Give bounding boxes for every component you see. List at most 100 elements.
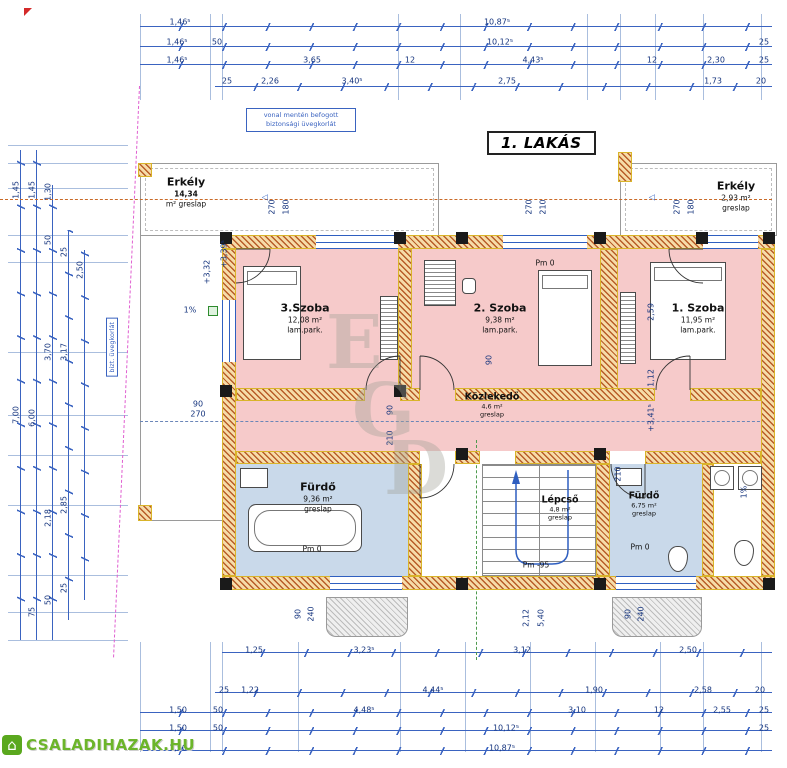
- dimension-label: 2,55: [713, 705, 731, 715]
- dimension-label: 1,73: [704, 76, 722, 86]
- dimension-label: 4,44⁵: [422, 685, 444, 695]
- extension-line: [660, 642, 661, 752]
- extension-line: [465, 642, 466, 752]
- dimension-line: [215, 83, 772, 91]
- dimension-label: 1,30: [43, 183, 53, 201]
- wall-corridor-top: [455, 388, 655, 401]
- sink-bath-left: [240, 468, 268, 488]
- extension-line: [298, 642, 299, 752]
- dimension-label: 1,46⁵: [166, 37, 188, 47]
- structural-column: [394, 232, 406, 244]
- toilet-wc: [734, 540, 754, 566]
- dimension-label: 3,40⁵: [341, 76, 363, 86]
- dimension-label: 1,25: [245, 645, 263, 655]
- dimension-label: 50: [211, 37, 223, 47]
- dimension-label: 3,17: [59, 343, 69, 361]
- room-label-kozlekedo: Közlekedő 4,6 m² greslap: [464, 391, 520, 419]
- dimension-label: Pm 0: [630, 542, 650, 552]
- dimension-label: Pm -95: [522, 560, 550, 570]
- structural-column: [220, 578, 232, 590]
- dimension-line: [140, 709, 772, 717]
- dimension-label: 3,70: [43, 343, 53, 361]
- dimension-label: 1,50: [169, 743, 187, 753]
- dimension-label: 2,50: [75, 261, 85, 279]
- dimension-label: 50: [212, 705, 224, 715]
- extension-line: [620, 14, 621, 100]
- extension-line: [8, 188, 128, 189]
- drain-symbol-icon: [208, 306, 218, 316]
- dimension-label: 1,50: [169, 705, 187, 715]
- house-icon: ⌂: [2, 735, 22, 755]
- wall-bath-left: [408, 464, 422, 576]
- dimension-label: 1,50: [169, 723, 187, 733]
- wall-stair-bath: [596, 464, 610, 576]
- dimension-label: 1,90: [585, 685, 603, 695]
- dimension-label: ◁: [261, 192, 269, 202]
- dimension-label: 1,45: [11, 181, 21, 199]
- dimension-label: 25: [59, 246, 69, 258]
- wall-corridor-top: [236, 388, 365, 401]
- dimension-label: 1,22: [241, 685, 259, 695]
- extension-line: [460, 14, 461, 100]
- window-bath-left: [330, 576, 402, 590]
- balcony-pier: [138, 163, 152, 177]
- wall-corridor-bottom: [236, 451, 420, 464]
- dimension-label: 2,58: [694, 685, 712, 695]
- structural-column: [594, 232, 606, 244]
- bed-szoba2: [538, 270, 592, 366]
- north-mark-icon: [24, 8, 32, 16]
- apartment-title: 1. LAKÁS: [487, 131, 596, 155]
- watermark-letter: E: [326, 300, 383, 386]
- structural-column: [456, 578, 468, 590]
- wall-corridor-bottom: [515, 451, 610, 464]
- dimension-label: 2,59: [646, 303, 656, 321]
- dimension-label: ◁: [648, 192, 656, 202]
- dimension-label: 6,00: [27, 409, 37, 427]
- dimension-label: 2,30: [707, 55, 725, 65]
- washing-machine: [710, 466, 734, 490]
- dimension-label: 25: [218, 685, 230, 695]
- dimension-label: 20: [754, 685, 766, 695]
- structural-column: [594, 578, 606, 590]
- wall-corridor-top: [690, 388, 761, 401]
- dimension-label: 10,87⁵: [488, 743, 516, 753]
- room-label-szoba2: 2. Szoba 9,38 m² lam.park.: [473, 301, 527, 335]
- glass-railing-note: vonal mentén befogott biztonsági üvegkor…: [246, 108, 356, 132]
- wardrobe-szoba3: [380, 296, 398, 360]
- dimension-label: 50: [43, 594, 53, 606]
- dimension-label: 25: [758, 55, 770, 65]
- dimension-label: 25: [758, 37, 770, 47]
- dimension-label: 25: [758, 705, 770, 715]
- dimension-label: 2,18: [43, 509, 53, 527]
- site-logo-text: CSALADIHAZAK.HU: [26, 736, 196, 754]
- stair-section-line: [476, 440, 477, 660]
- dimension-label: 210: [538, 199, 548, 215]
- extension-line: [222, 642, 223, 752]
- dimension-line: [81, 250, 89, 600]
- dimension-line: [140, 727, 772, 735]
- extension-line: [655, 14, 656, 100]
- window-szoba1: [703, 235, 758, 249]
- dimension-label: 90: [484, 354, 494, 366]
- dimension-label: 1,46⁵: [169, 17, 191, 27]
- dimension-label: 7,00: [11, 406, 21, 424]
- dimension-label: 270: [524, 199, 534, 215]
- dimension-label: 1,45: [27, 181, 37, 199]
- structural-column: [763, 232, 775, 244]
- dimension-label: 2,26: [261, 76, 279, 86]
- dimension-label: 2,75: [498, 76, 516, 86]
- extension-line: [595, 642, 596, 752]
- dimension-label: 10,87⁵: [483, 17, 511, 27]
- dimension-label: 2,85: [59, 496, 69, 514]
- dimension-line: [140, 61, 772, 69]
- dimension-label: 4,48⁵: [353, 705, 375, 715]
- dimension-line: [49, 185, 57, 640]
- extension-line: [530, 642, 531, 752]
- dimension-label: 1,12: [646, 369, 656, 387]
- dimension-label: 240: [636, 606, 646, 622]
- extension-line: [761, 14, 762, 100]
- extension-line: [8, 163, 128, 164]
- dimension-label: 1%: [183, 305, 197, 315]
- extension-line: [222, 14, 223, 100]
